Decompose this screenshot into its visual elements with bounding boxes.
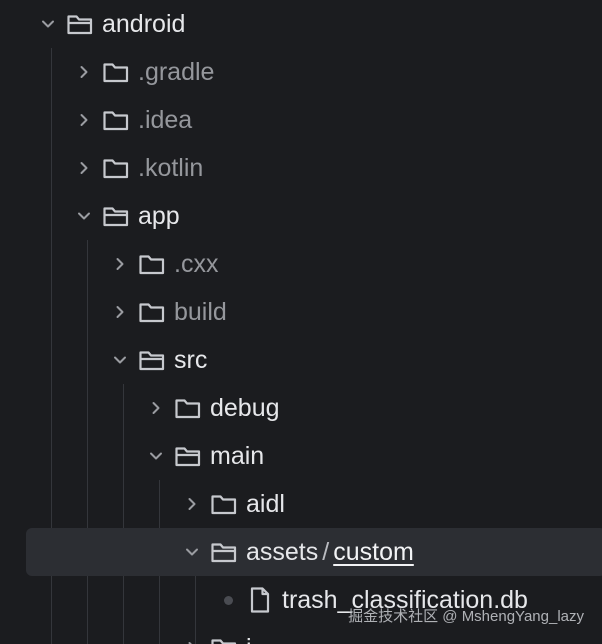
folder-icon <box>138 240 166 288</box>
folder-open-icon <box>174 432 202 480</box>
indent-guide <box>195 576 196 644</box>
chevron-right-icon[interactable] <box>178 480 206 528</box>
tree-item-label: assets <box>246 538 319 566</box>
chevron-down-icon[interactable] <box>142 432 170 480</box>
tree-item-src[interactable]: src <box>0 336 602 384</box>
tree-item-label: src <box>174 346 208 374</box>
folder-icon <box>102 96 130 144</box>
tree-item-label: android <box>102 10 186 38</box>
file-icon <box>246 576 274 624</box>
tree-item-aidl[interactable]: aidl <box>0 480 602 528</box>
folder-open-icon <box>66 0 94 48</box>
tree-item-app[interactable]: app <box>0 192 602 240</box>
chevron-right-icon[interactable] <box>178 624 206 644</box>
chevron-right-icon[interactable] <box>70 48 98 96</box>
chevron-down-icon[interactable] <box>34 0 62 48</box>
tree-item-label: .kotlin <box>138 154 204 182</box>
chevron-right-icon[interactable] <box>70 96 98 144</box>
tree-item-label: aidl <box>246 490 285 518</box>
folder-open-icon <box>210 528 238 576</box>
folder-icon <box>102 144 130 192</box>
folder-open-icon <box>102 192 130 240</box>
tree-item-build[interactable]: build <box>0 288 602 336</box>
indent-guide <box>123 384 124 644</box>
tree-item-label: .idea <box>138 106 193 134</box>
tree-item-label: build <box>174 298 227 326</box>
tree-item-assets-custom[interactable]: assets / custom <box>26 528 602 576</box>
chevron-right-icon[interactable] <box>142 384 170 432</box>
tree-item-label: app <box>138 202 180 230</box>
tree-item-debug[interactable]: debug <box>0 384 602 432</box>
chevron-right-icon[interactable] <box>106 240 134 288</box>
folder-icon <box>102 48 130 96</box>
tree-item-trash-classification-db[interactable]: trash_classification.db <box>0 576 602 624</box>
folder-icon <box>138 288 166 336</box>
tree-item-cxx[interactable]: .cxx <box>0 240 602 288</box>
tree-item-kotlin[interactable]: .kotlin <box>0 144 602 192</box>
compact-folder-segment-link[interactable]: custom <box>333 538 414 566</box>
chevron-down-icon[interactable] <box>70 192 98 240</box>
watermark: 掘金技术社区 @ MshengYang_lazy <box>348 608 584 625</box>
tree-item-label: .cxx <box>174 250 219 278</box>
indent-guide <box>51 48 52 644</box>
folder-icon <box>210 624 238 644</box>
tree-item-partial[interactable]: j... <box>0 624 602 644</box>
tree-item-label: j... <box>246 624 272 644</box>
tree-item-gradle[interactable]: .gradle <box>0 48 602 96</box>
tree-item-idea[interactable]: .idea <box>0 96 602 144</box>
chevron-right-icon[interactable] <box>106 288 134 336</box>
folder-icon <box>210 480 238 528</box>
file-dot-icon <box>214 576 242 624</box>
path-separator: / <box>322 538 330 566</box>
tree-item-label: trash_classification.db <box>282 586 528 614</box>
indent-guide <box>87 240 88 644</box>
tree-item-label: .gradle <box>138 58 215 86</box>
chevron-down-icon[interactable] <box>106 336 134 384</box>
tree-item-label: main <box>210 442 265 470</box>
chevron-right-icon[interactable] <box>70 144 98 192</box>
folder-icon <box>174 384 202 432</box>
chevron-down-icon[interactable] <box>178 528 206 576</box>
tree-item-main[interactable]: main <box>0 432 602 480</box>
tree-item-android[interactable]: android <box>0 0 602 48</box>
tree-item-label: debug <box>210 394 280 422</box>
folder-open-icon <box>138 336 166 384</box>
